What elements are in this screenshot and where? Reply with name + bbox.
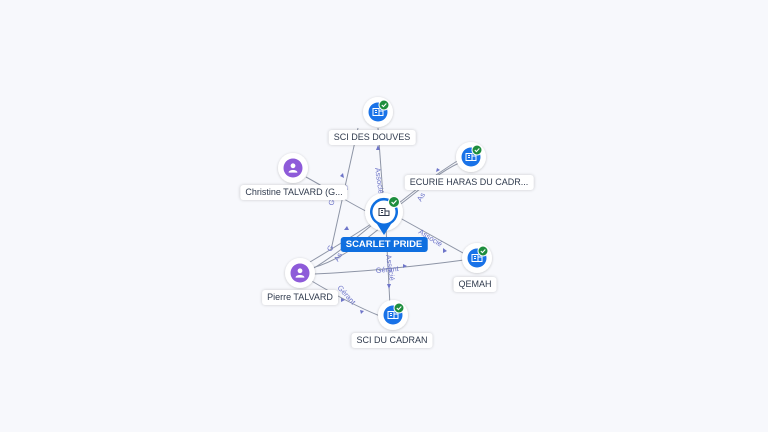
person-icon (288, 163, 298, 173)
arrowhead (387, 284, 391, 289)
arrowhead (344, 226, 349, 230)
edge-label-associe: Associé (384, 254, 397, 281)
edge-pierre-scarlet-2 (311, 227, 381, 269)
company-icon (372, 108, 384, 116)
edge-label-gerant-partial: Gérant (375, 264, 400, 275)
node-label-qemah[interactable]: QEMAH (453, 277, 497, 292)
arrowhead (340, 173, 344, 178)
edge-label-as: As (415, 191, 427, 203)
node-ecurie[interactable] (456, 142, 486, 172)
verified-check-icon (477, 245, 489, 257)
edge-pierre-qemah (313, 259, 465, 275)
node-scarlet-pride[interactable] (365, 193, 403, 235)
edge-label-gerant: Gérant (336, 283, 359, 307)
node-christine[interactable] (278, 153, 308, 183)
verified-check-icon (393, 302, 405, 314)
arrowhead (376, 145, 380, 150)
node-label-scarlet-pride[interactable]: SCARLET PRIDE (340, 237, 428, 252)
arrowhead (443, 248, 447, 253)
node-pierre[interactable] (285, 258, 315, 288)
node-label-ecurie[interactable]: ECURIE HARAS DU CADR... (404, 175, 534, 190)
person-icon (295, 268, 305, 278)
edge-label-g: G (326, 198, 336, 206)
node-label-christine[interactable]: Christine TALVARD (G... (240, 185, 348, 200)
verified-check-icon (471, 144, 483, 156)
arrowhead (436, 168, 440, 172)
edge-pierre-sci-du-cadran (309, 279, 381, 317)
company-icon (471, 254, 483, 262)
verified-check-icon (378, 99, 390, 111)
node-sci-du-cadran[interactable] (378, 300, 408, 330)
verified-check-icon (388, 196, 400, 208)
node-label-sci-du-cadran[interactable]: SCI DU CADRAN (351, 333, 433, 348)
edge-label-associe: Associé (373, 167, 386, 194)
edge-label-g: G (325, 243, 336, 253)
company-icon (387, 311, 399, 319)
arrowhead (341, 298, 345, 302)
company-icon (378, 208, 390, 216)
edge-labels: Associé G As Associé Associé G As Gérant… (325, 167, 444, 307)
arrowheads (340, 145, 447, 314)
node-sci-des-douves[interactable] (363, 97, 393, 127)
node-label-pierre[interactable]: Pierre TALVARD (262, 290, 338, 305)
node-qemah[interactable] (462, 243, 492, 273)
edge-label-as: As (332, 251, 344, 263)
arrowhead (360, 310, 364, 314)
arrowhead (403, 264, 407, 268)
company-icon (465, 153, 477, 161)
node-label-sci-des-douves[interactable]: SCI DES DOUVES (328, 130, 416, 145)
edge-scarlet-qemah (399, 217, 473, 259)
